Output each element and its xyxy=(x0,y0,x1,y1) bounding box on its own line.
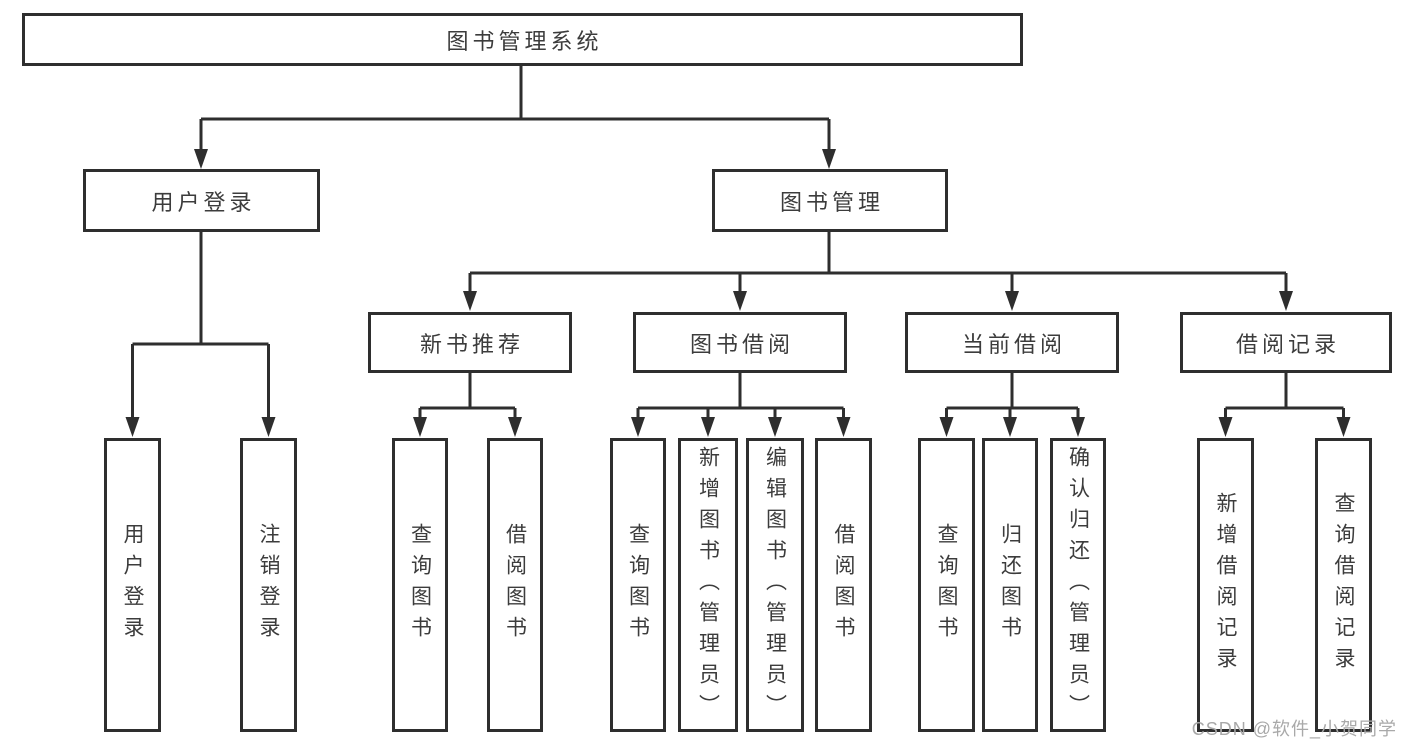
arrowhead-icon xyxy=(822,149,836,169)
arrowhead-icon xyxy=(939,417,954,437)
arrowhead-icon xyxy=(1336,417,1351,437)
arrowhead-icon xyxy=(701,417,715,437)
node-box-user-login: 用户登录 xyxy=(83,169,320,232)
node-box-current-borrow: 当前借阅 xyxy=(905,312,1119,373)
arrowhead-icon xyxy=(1071,417,1085,437)
arrowhead-icon xyxy=(768,417,782,437)
arrowhead-icon xyxy=(631,417,645,437)
leaf-label: 确认归还（管理员） xyxy=(1066,445,1090,725)
connector-bookborrow-to-leaves xyxy=(636,373,845,419)
connector-newbookrec-to-leaves xyxy=(418,373,517,419)
leaf-box-nbr-borrow-book: 借阅图书 xyxy=(487,438,543,732)
leaf-box-cb-confirm-return-admin: 确认归还（管理员） xyxy=(1050,438,1106,732)
node-box-root: 图书管理系统 xyxy=(22,13,1023,66)
arrowhead-icon xyxy=(413,417,427,437)
leaf-label: 借阅图书 xyxy=(503,523,527,647)
arrowhead-icon xyxy=(463,291,477,311)
leaf-box-cb-query-book: 查询图书 xyxy=(918,438,975,732)
leaf-box-br-query-record: 查询借阅记录 xyxy=(1315,438,1372,732)
connector-bookmgmt-to-level2 xyxy=(468,232,1288,294)
leaf-label: 借阅图书 xyxy=(832,523,855,647)
arrowhead-icon xyxy=(836,417,851,437)
leaf-box-bb-query-book: 查询图书 xyxy=(610,438,666,732)
arrowhead-icon xyxy=(125,417,140,437)
leaf-box-nbr-query-book: 查询图书 xyxy=(392,438,448,732)
leaf-label: 查询图书 xyxy=(408,523,432,647)
leaf-box-cb-return-book: 归还图书 xyxy=(982,438,1038,732)
arrowhead-icon xyxy=(1279,291,1293,311)
connector-currentborrow-to-leaves xyxy=(945,373,1080,419)
leaf-label: 新增图书（管理员） xyxy=(696,445,720,725)
leaf-label: 用户登录 xyxy=(121,523,144,647)
connector-root-to-level1 xyxy=(199,65,831,151)
arrowhead-icon xyxy=(1005,291,1019,311)
leaf-label: 查询图书 xyxy=(935,523,958,647)
leaf-label: 编辑图书（管理员） xyxy=(763,445,787,725)
arrowhead-icon xyxy=(1003,417,1017,437)
leaf-label: 注销登录 xyxy=(257,523,280,647)
leaf-box-br-add-record: 新增借阅记录 xyxy=(1197,438,1254,732)
leaf-box-bb-add-book-admin: 新增图书（管理员） xyxy=(678,438,738,732)
node-box-book-management: 图书管理 xyxy=(712,169,948,232)
leaf-box-user-login: 用户登录 xyxy=(104,438,161,732)
csdn-watermark: CSDN @软件_小贺同学 xyxy=(1191,719,1397,739)
leaf-label: 归还图书 xyxy=(998,523,1022,647)
connector-userlogin-to-leaves xyxy=(131,232,270,419)
connector-borrowrecord-to-leaves xyxy=(1224,373,1345,419)
leaf-label: 查询图书 xyxy=(626,523,650,647)
leaf-box-bb-edit-book-admin: 编辑图书（管理员） xyxy=(746,438,804,732)
arrowhead-icon xyxy=(733,291,747,311)
leaf-box-logout: 注销登录 xyxy=(240,438,297,732)
leaf-box-bb-borrow-book: 借阅图书 xyxy=(815,438,872,732)
node-box-borrow-record: 借阅记录 xyxy=(1180,312,1392,373)
arrowhead-icon xyxy=(1218,417,1233,437)
node-box-new-book-recommend: 新书推荐 xyxy=(368,312,572,373)
node-box-book-borrow: 图书借阅 xyxy=(633,312,847,373)
arrowhead-icon xyxy=(508,417,522,437)
leaf-label: 新增借阅记录 xyxy=(1214,492,1237,678)
leaf-label: 查询借阅记录 xyxy=(1332,492,1355,678)
arrowhead-icon xyxy=(261,417,276,437)
arrowhead-icon xyxy=(194,149,208,169)
